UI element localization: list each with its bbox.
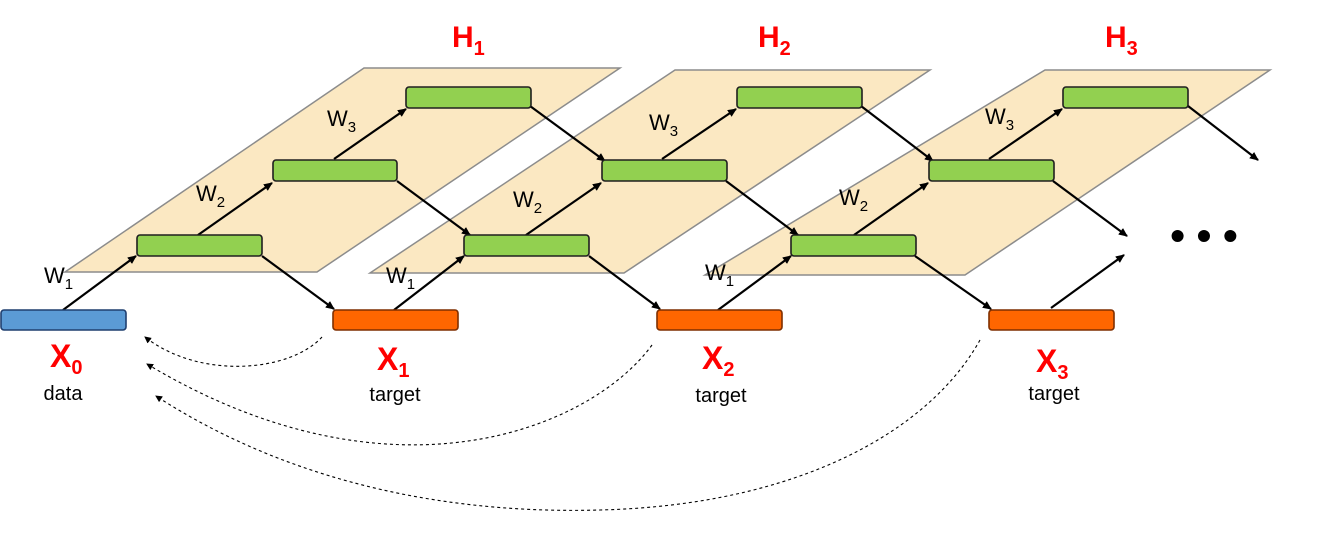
node-label-x1: X1 [377, 341, 409, 382]
node-caption-x2: target [695, 385, 747, 407]
feedback-arc-x2 [146, 344, 653, 446]
node-label-x0: X0 [50, 338, 82, 379]
target-node-x2 [656, 309, 783, 331]
node-caption-x3: target [1028, 383, 1080, 405]
weight-label: W1 [386, 263, 415, 293]
layer-label-h3: H3 [1105, 21, 1138, 60]
connection-arrows [62, 105, 1259, 311]
weight-label: W1 [705, 260, 734, 290]
node-label-x3: X3 [1036, 343, 1068, 384]
weight-label: W2 [196, 181, 225, 211]
hidden-unit-2-2 [601, 159, 728, 182]
feedback-arc-x1 [144, 336, 323, 367]
data-node-x0 [0, 309, 127, 331]
hidden-unit-3-3 [1062, 86, 1189, 109]
weight-label: W3 [985, 104, 1014, 134]
hidden-unit-1-3 [405, 86, 532, 109]
hidden-unit-1-2 [272, 159, 398, 182]
layer-label-h2: H2 [758, 21, 791, 60]
hidden-unit-3-1 [790, 234, 917, 257]
node-caption-x1: target [369, 384, 421, 406]
continuation-ellipsis: • • • [1170, 212, 1237, 259]
weight-label: W3 [649, 110, 678, 140]
weight-label: W2 [839, 185, 868, 215]
target-node-x1 [332, 309, 459, 331]
hidden-unit-1-1 [136, 234, 263, 257]
node-caption-x0: data [44, 383, 84, 405]
hidden-unit-2-3 [736, 86, 863, 109]
target-node-x3 [988, 309, 1115, 331]
weight-label: W1 [44, 263, 73, 293]
feedback-arc-x3 [155, 339, 981, 511]
layer-label-h1: H1 [452, 21, 485, 60]
hidden-unit-3-2 [928, 159, 1055, 182]
node-label-x2: X2 [702, 340, 734, 381]
weight-label: W3 [327, 106, 356, 136]
hidden-unit-2-1 [463, 234, 590, 257]
weight-label: W2 [513, 187, 542, 217]
